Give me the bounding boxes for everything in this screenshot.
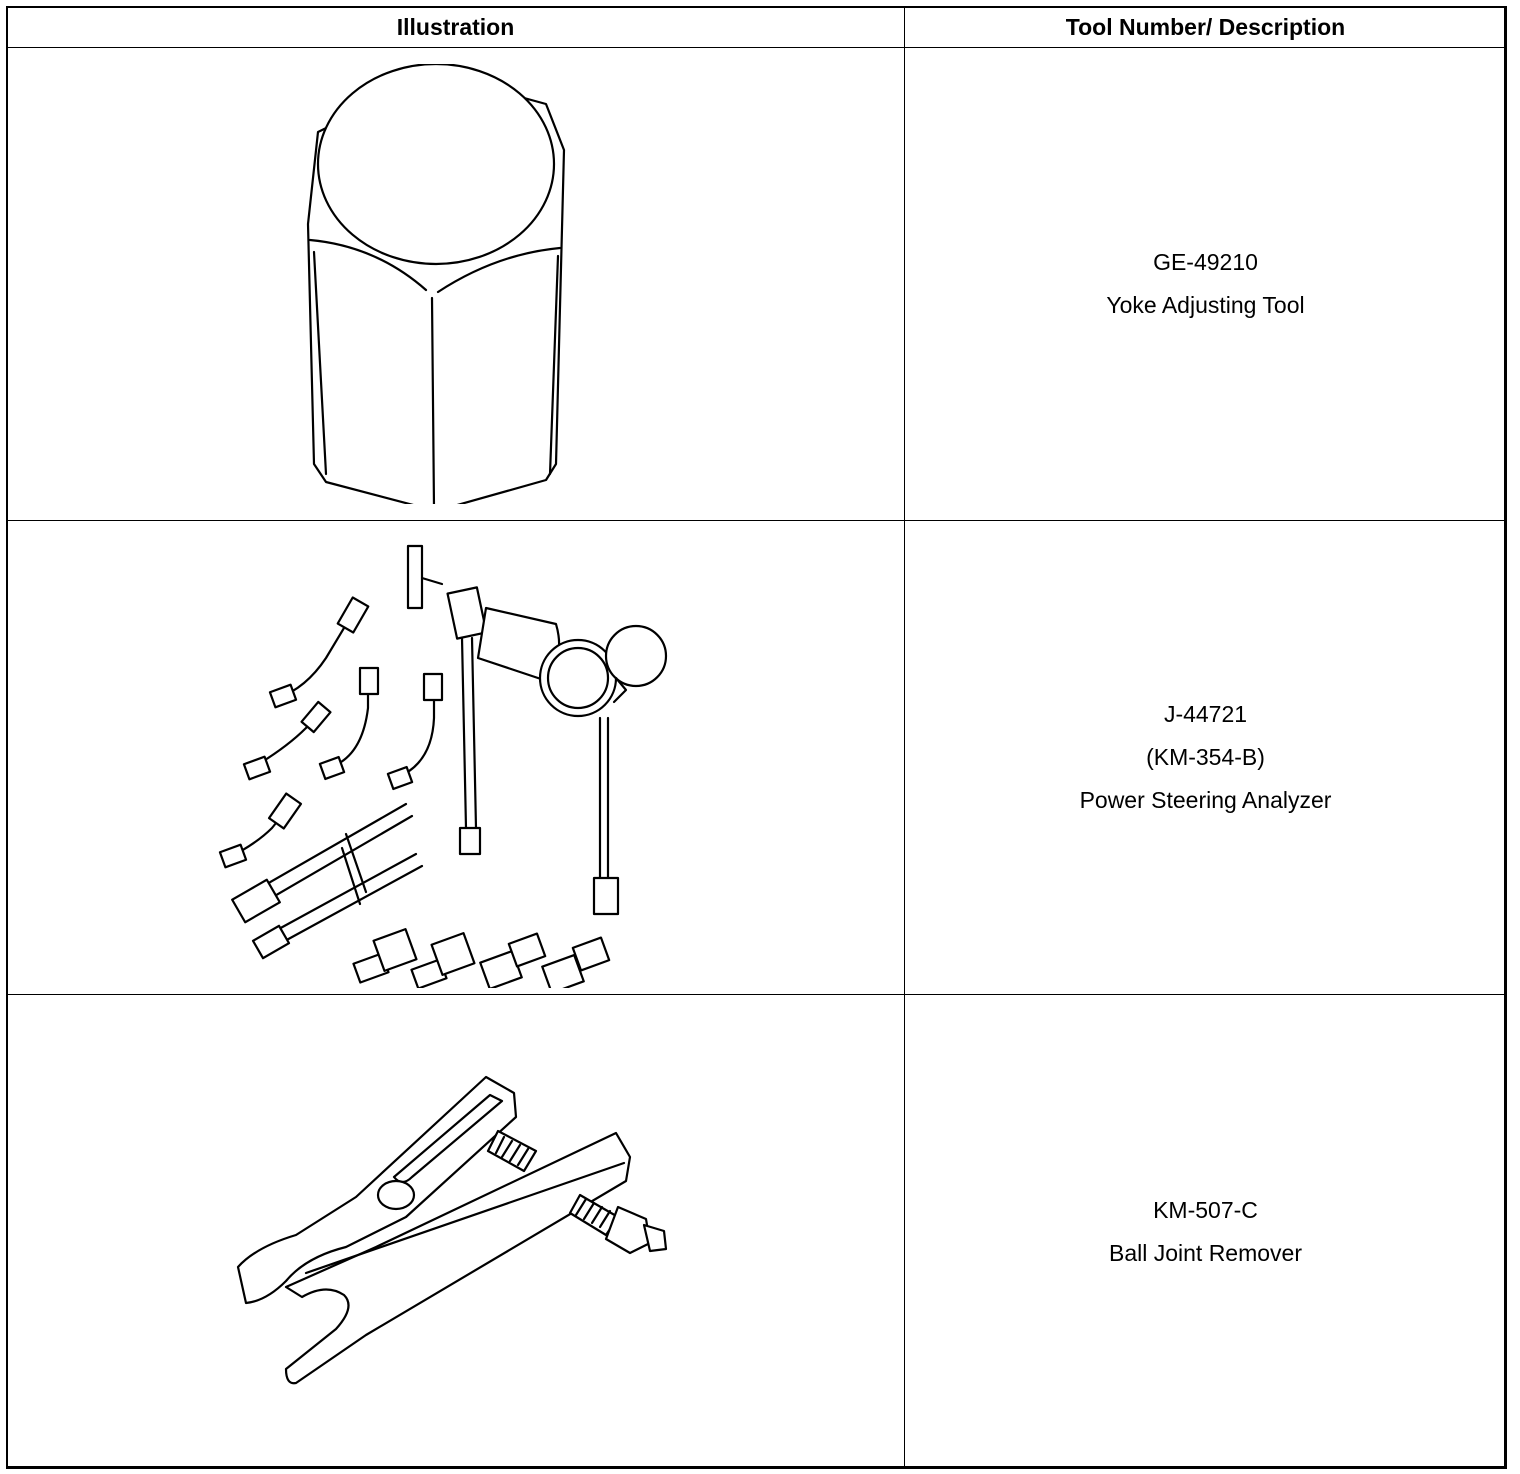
- tool-name: Power Steering Analyzer: [1079, 787, 1332, 813]
- table-row: J-44721 (KM-354-B) Power Steering Analyz…: [6, 520, 1507, 995]
- illustration-cell: [6, 520, 905, 995]
- power-steering-analyzer-kit-drawing: [218, 544, 667, 988]
- header-tool-description: Tool Number/ Description: [904, 6, 1507, 48]
- description-cell: J-44721 (KM-354-B) Power Steering Analyz…: [904, 520, 1507, 995]
- yoke-adjusting-socket-drawing: [306, 64, 565, 504]
- table-row: GE-49210 Yoke Adjusting Tool: [6, 47, 1507, 521]
- table-header-row: Illustration Tool Number/ Description: [6, 6, 1507, 48]
- illustration-cell: [6, 47, 905, 521]
- tool-alt-number: (KM-354-B): [1146, 744, 1265, 770]
- tool-number: J-44721: [1163, 701, 1248, 727]
- ball-joint-remover-drawing: [236, 1075, 667, 1384]
- header-illustration: Illustration: [6, 6, 905, 48]
- table-outer-border: [6, 6, 1506, 1468]
- tool-number: GE-49210: [1153, 249, 1258, 275]
- table-row: KM-507-C Ball Joint Remover: [6, 994, 1507, 1469]
- description-cell: GE-49210 Yoke Adjusting Tool: [904, 47, 1507, 521]
- tool-name: Ball Joint Remover: [1108, 1239, 1303, 1266]
- tool-number: KM-507-C: [1153, 1196, 1258, 1223]
- special-tools-table: Illustration Tool Number/ Description: [6, 6, 1507, 1469]
- tool-name: Yoke Adjusting Tool: [1106, 292, 1305, 318]
- illustration-cell: [6, 994, 905, 1469]
- description-cell: KM-507-C Ball Joint Remover: [904, 994, 1507, 1469]
